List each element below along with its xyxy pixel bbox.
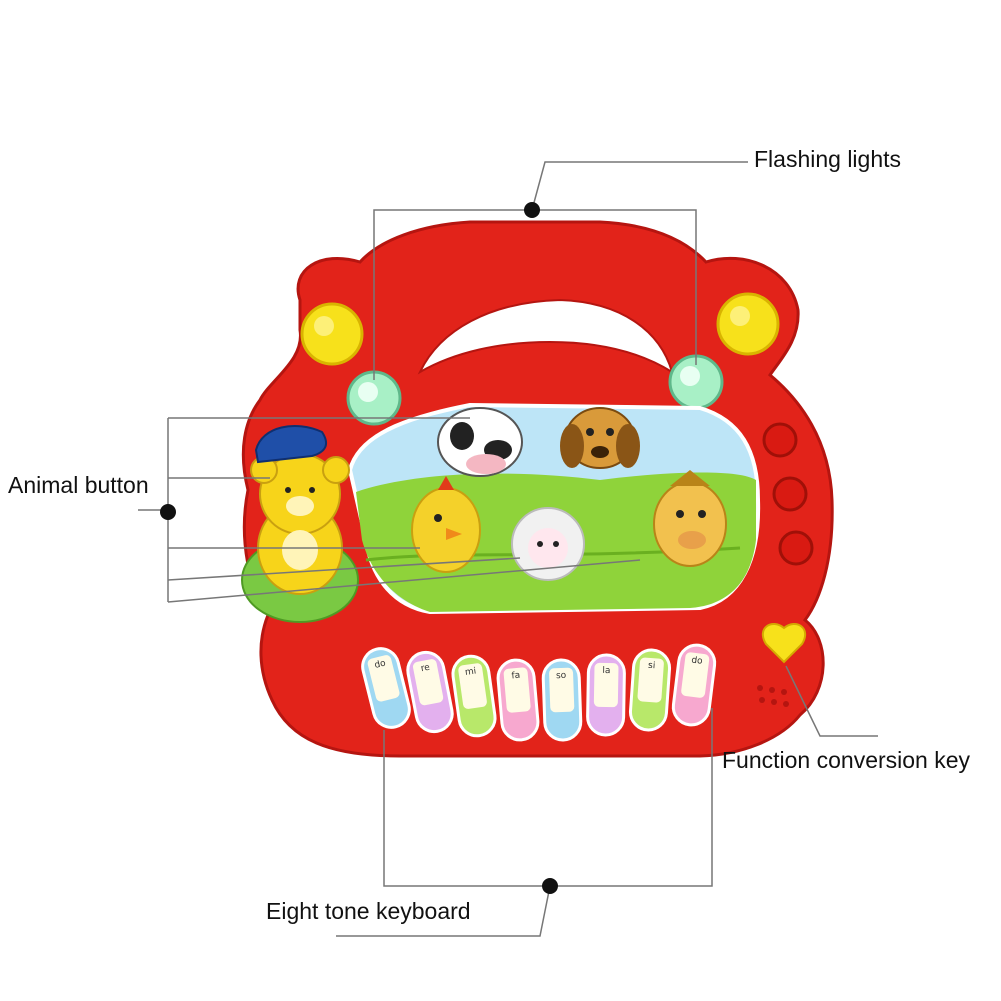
- key-3[interactable]: mi: [451, 654, 498, 738]
- heart-function-key[interactable]: [761, 623, 807, 664]
- key-note-label: re: [420, 663, 431, 675]
- dog-button[interactable]: [560, 407, 640, 469]
- key-sticker: [458, 663, 487, 709]
- key-5[interactable]: so: [541, 658, 583, 742]
- key-4[interactable]: fa: [496, 658, 540, 742]
- sheep-button[interactable]: [511, 507, 585, 581]
- key-note-label: la: [602, 666, 610, 676]
- key-sticker: [367, 655, 400, 702]
- key-2[interactable]: re: [405, 649, 456, 734]
- key-note-label: do: [374, 658, 388, 671]
- flashing-lights-dot: [524, 202, 540, 218]
- eight-tone-keyboard-label: Eight tone keyboard: [266, 898, 471, 924]
- side-button-1[interactable]: [762, 422, 798, 458]
- key-sticker: [412, 659, 444, 706]
- flashing-lights-label: Flashing lights: [754, 146, 902, 172]
- side-button-2[interactable]: [772, 476, 808, 512]
- animal-button-label: Animal button: [8, 472, 149, 498]
- animal-button-dot: [160, 504, 176, 520]
- key-note-label: mi: [464, 666, 477, 677]
- yellow-button-left[interactable]: [300, 302, 364, 366]
- key-sticker: [637, 657, 664, 703]
- flashing-lights-leader: [531, 161, 748, 211]
- yellow-button-right[interactable]: [716, 292, 780, 356]
- cow-button[interactable]: [437, 407, 523, 477]
- key-note-label: so: [556, 671, 567, 681]
- bear-button[interactable]: [241, 425, 359, 623]
- key-8[interactable]: do: [671, 643, 717, 727]
- side-button-3[interactable]: [778, 530, 814, 566]
- handle-opening: [417, 298, 674, 375]
- keyboard-leader: [336, 885, 551, 937]
- key-1[interactable]: do: [359, 645, 413, 731]
- keyboard-dot: [542, 878, 558, 894]
- key-sticker: [681, 652, 710, 698]
- hat-icon: [254, 425, 328, 464]
- key-note-label: si: [648, 661, 656, 671]
- key-note-label: fa: [511, 671, 521, 682]
- function-key-leader: [785, 665, 878, 737]
- eight-tone-keyboard: do re mi fa so la si do: [359, 643, 717, 742]
- key-sticker: [549, 667, 575, 713]
- key-sticker: [593, 662, 619, 708]
- chick-button[interactable]: [411, 476, 481, 573]
- key-note-label: do: [691, 656, 704, 667]
- key-6[interactable]: la: [586, 653, 626, 737]
- key-sticker: [503, 667, 531, 713]
- horse-button[interactable]: [653, 470, 727, 567]
- speaker-grille: [757, 685, 789, 707]
- toy-piano: do re mi fa so la si do: [241, 220, 834, 758]
- key-7[interactable]: si: [628, 648, 672, 732]
- function-conversion-key-label: Function conversion key: [722, 747, 971, 773]
